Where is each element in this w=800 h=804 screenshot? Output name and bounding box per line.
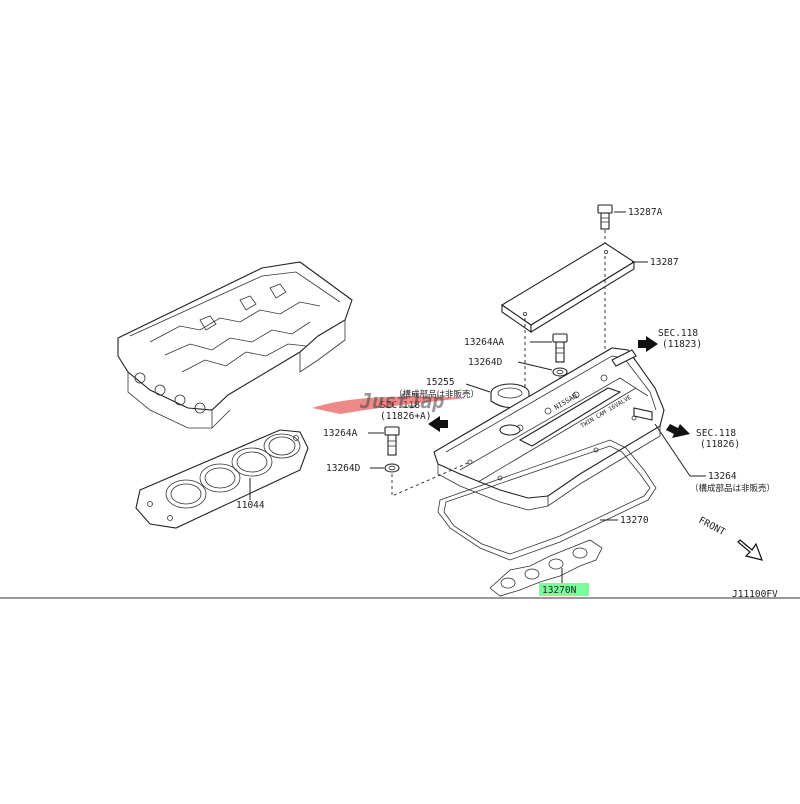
label-13270: 13270	[620, 515, 649, 526]
label-sec118-right: SEC.118	[696, 428, 736, 439]
front-arrow-icon	[737, 539, 763, 561]
label-15255: 15255	[426, 377, 455, 388]
note-15255: （構成部品は非販売）	[394, 389, 479, 400]
arrow-left	[428, 416, 448, 432]
watermark-text: JustJap	[359, 389, 444, 413]
label-13264D-low: 13264D	[326, 463, 361, 474]
label-sec118-right-ref: (11826)	[700, 439, 740, 450]
bolt-13264AA	[552, 333, 568, 363]
cover-gasket-13270	[437, 439, 657, 561]
label-13270N[interactable]: 13270N	[542, 585, 577, 596]
head-gasket	[135, 429, 309, 529]
label-13287A: 13287A	[628, 207, 663, 218]
label-13264: 13264	[708, 471, 737, 482]
rocker-cover: NISSAN TWIN CAM 16VALVE	[433, 347, 665, 511]
bolt-13264A	[384, 426, 400, 456]
label-13287: 13287	[650, 257, 679, 268]
washer-13264D-top	[552, 367, 568, 377]
highlight-box	[539, 583, 589, 596]
label-sec118-left-ref: (11826+A)	[380, 411, 431, 422]
note-13264: （構成部品は非販売）	[690, 483, 775, 494]
diagram-code: J11100FV	[732, 589, 778, 600]
arrow-right	[666, 424, 690, 438]
label-sec118-top: SEC.118	[658, 328, 698, 339]
label-11044: 11044	[236, 500, 265, 511]
front-label: FRONT	[697, 515, 728, 538]
plug-gasket-13270N	[489, 539, 603, 597]
label-sec118-left: SEC.118	[380, 400, 420, 411]
arrow-top-right	[638, 336, 658, 352]
cylinder-head	[117, 261, 353, 429]
bolt-13287A	[597, 204, 613, 230]
label-sec118-top-ref: (11823)	[662, 339, 702, 350]
label-13264A: 13264A	[323, 428, 358, 439]
cover-plate-13287	[500, 242, 636, 334]
label-13264D-top: 13264D	[468, 357, 503, 368]
washer-13264D-low	[384, 463, 400, 473]
watermark-logo: JustJap	[312, 389, 468, 414]
label-13264AA: 13264AA	[464, 337, 504, 348]
